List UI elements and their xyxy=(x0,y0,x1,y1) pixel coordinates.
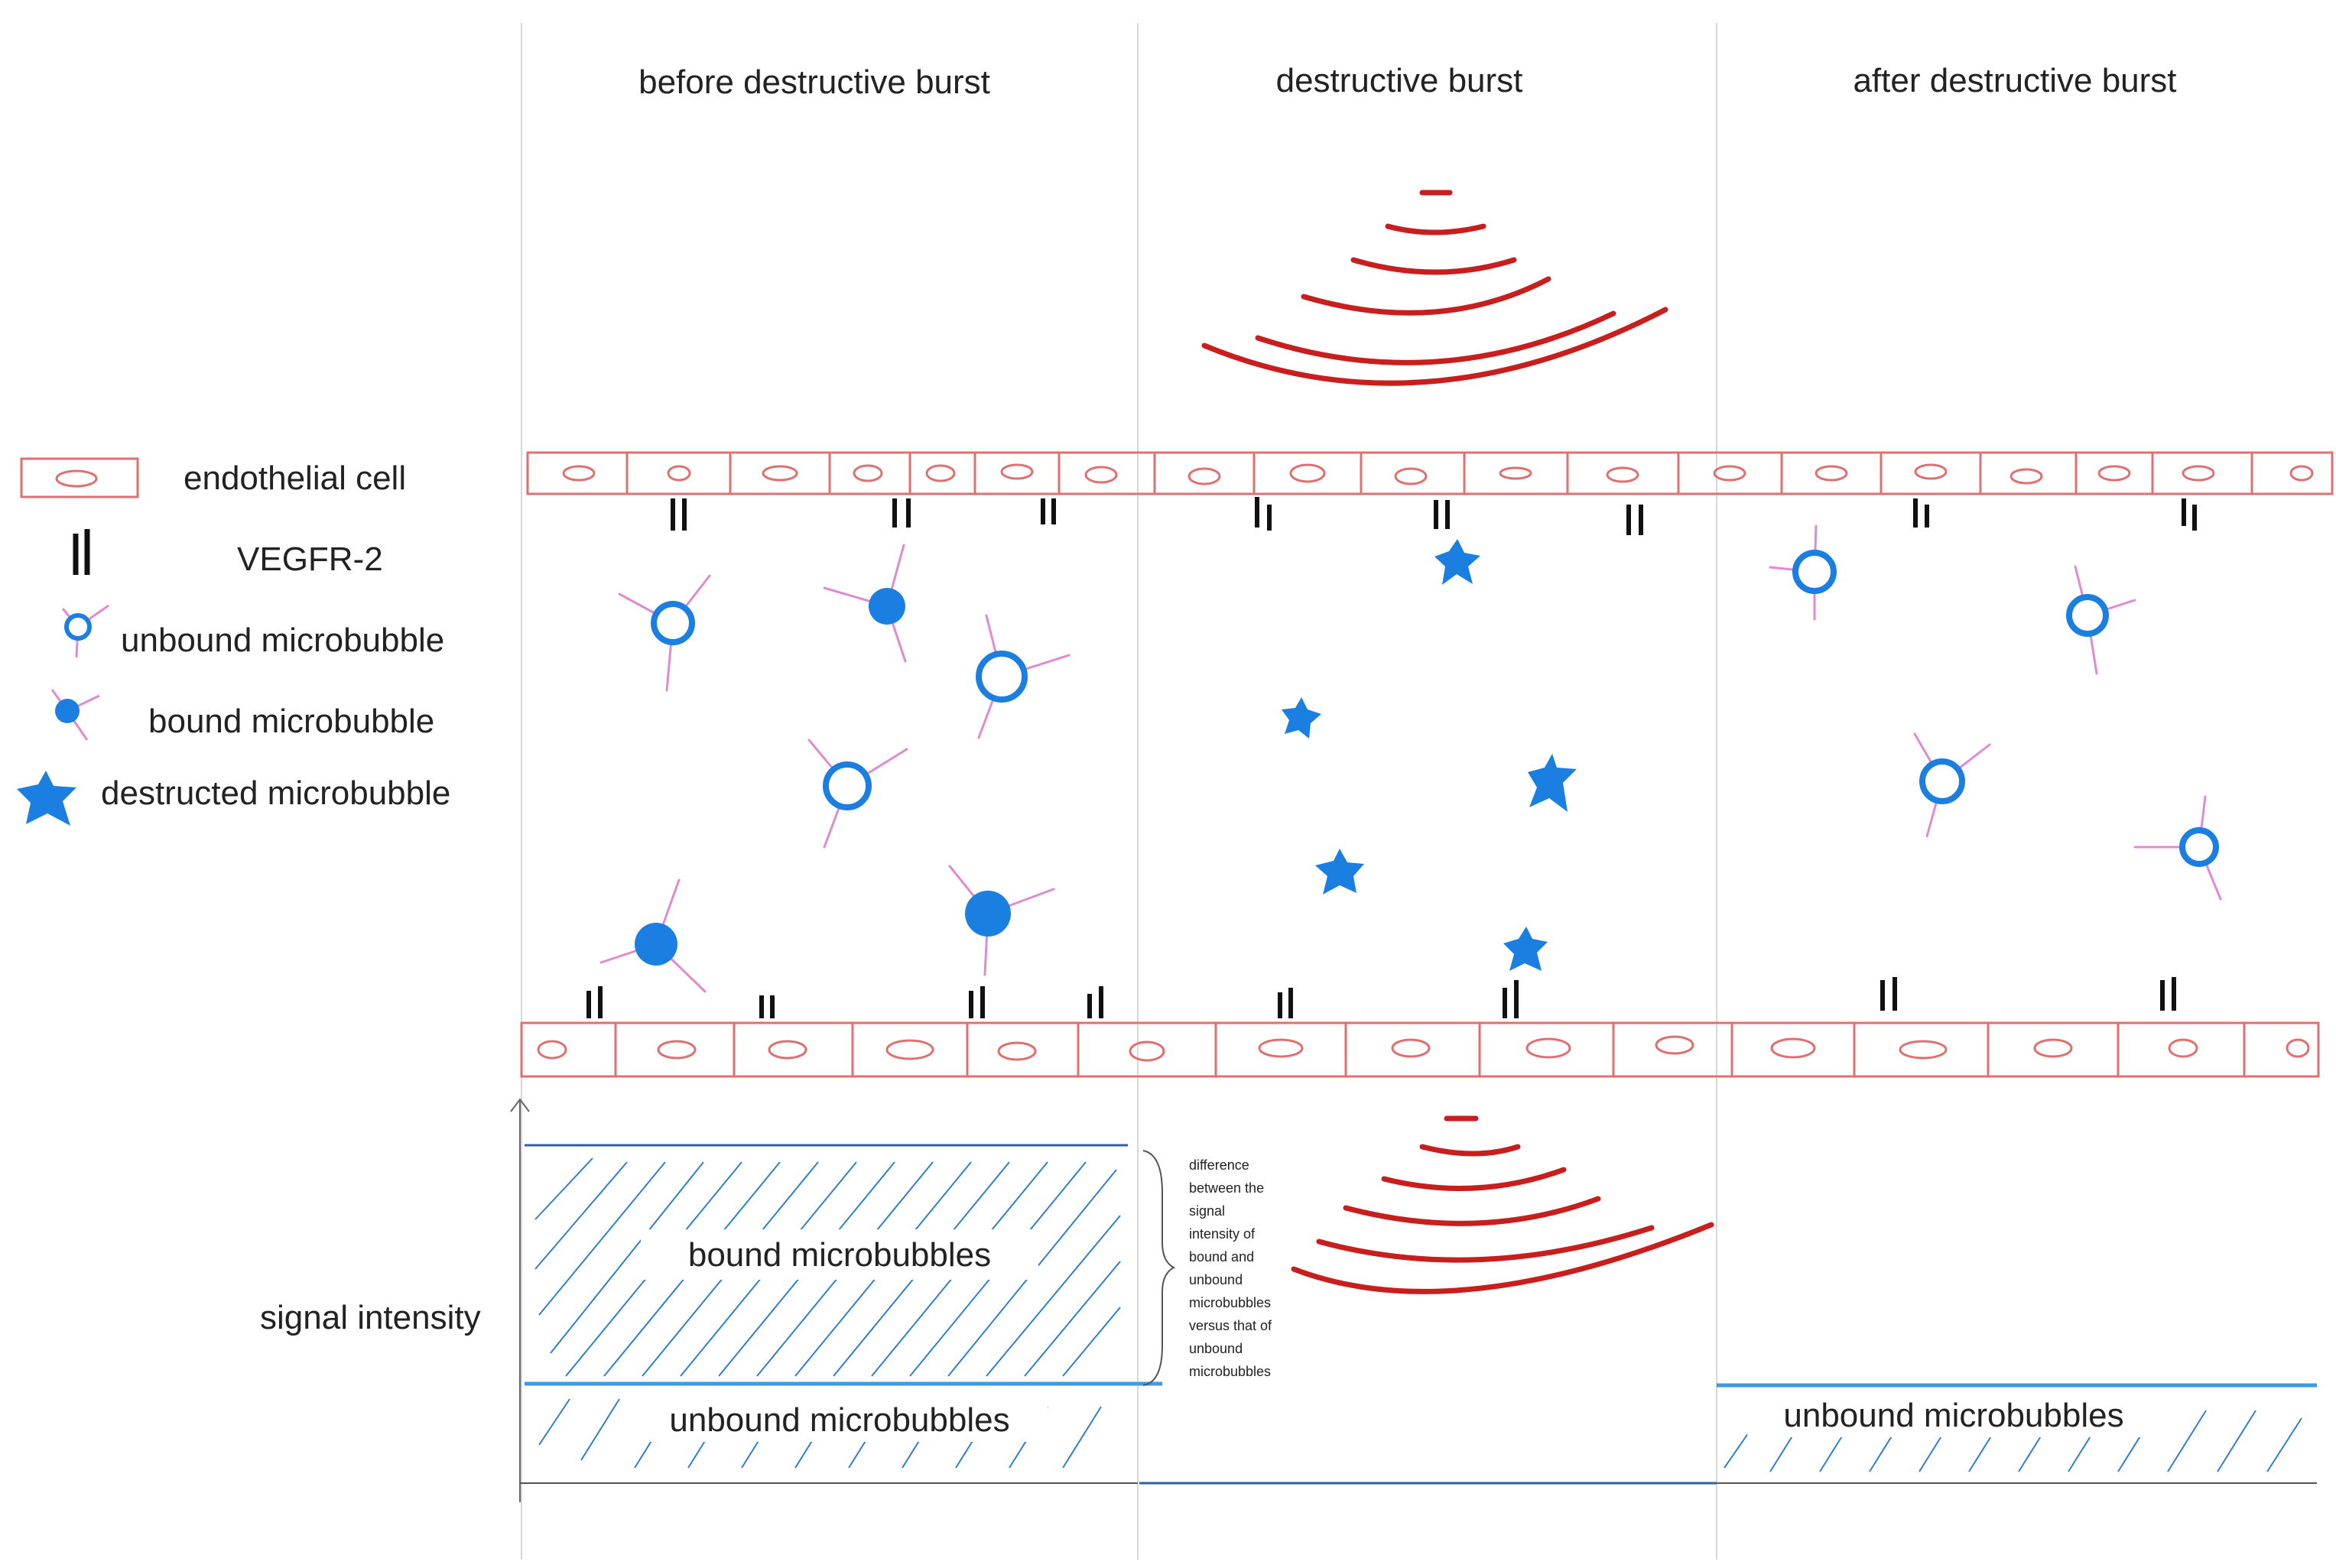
destructed-microbubble xyxy=(1434,539,1480,585)
endothelial-layer-top xyxy=(526,451,2334,495)
signal-axis xyxy=(510,1098,530,1502)
unbound-microbubble xyxy=(2133,795,2222,901)
ultrasound-wave-top xyxy=(1201,190,1668,386)
signal-axis-label: signal intensity xyxy=(260,1299,481,1336)
destructed-microbubbles xyxy=(1282,539,1577,971)
bound-microbubble xyxy=(948,865,1055,976)
bound-microbubbles-label: bound microbubbles xyxy=(688,1236,991,1274)
panel-dividers xyxy=(521,23,1717,1560)
difference-note: difference between the signal intensity … xyxy=(1189,1157,1272,1379)
unbound-microbubble xyxy=(2066,565,2136,675)
destructed-microbubble xyxy=(1282,697,1321,739)
destructed-microbubble xyxy=(1528,754,1577,812)
unbound-microbubble xyxy=(807,739,908,849)
unbound-microbubble xyxy=(1913,732,1991,838)
ultrasound-wave-bottom xyxy=(1291,1115,1714,1294)
destructed-microbubble-swatch xyxy=(17,771,76,826)
bound-microbubbles xyxy=(599,544,1055,993)
endothelial-layer-bottom xyxy=(520,1021,2320,1078)
endothelial-cell-swatch xyxy=(20,457,139,498)
legend: endothelial cell VEGFR-2 unbound microbu… xyxy=(17,457,450,826)
legend-destructed: destructed microbubble xyxy=(101,774,450,812)
legend-bound: bound microbubble xyxy=(148,703,434,740)
vegfr2-receptors-top xyxy=(671,497,2197,535)
panel-title-burst: destructive burst xyxy=(1276,62,1523,99)
panel-title-after: after destructive burst xyxy=(1853,62,2176,99)
svg-text:intensity of: intensity of xyxy=(1189,1226,1256,1242)
legend-unbound: unbound microbubble xyxy=(121,622,444,659)
svg-text:unbound: unbound xyxy=(1189,1341,1243,1356)
difference-brace xyxy=(1142,1150,1176,1386)
unbound-microbubble xyxy=(1769,524,1837,621)
legend-vegfr2: VEGFR-2 xyxy=(237,541,383,578)
panel-title-before: before destructive burst xyxy=(638,63,990,101)
legend-endothelial-cell: endothelial cell xyxy=(184,459,406,497)
vegfr2-receptors-bottom xyxy=(586,977,2176,1018)
unbound-microbubble xyxy=(618,574,711,692)
bound-microbubble xyxy=(599,878,707,993)
svg-text:microbubbles: microbubbles xyxy=(1189,1295,1271,1310)
svg-text:unbound: unbound xyxy=(1189,1272,1243,1287)
destructed-microbubble xyxy=(1503,927,1548,971)
svg-text:microbubbles: microbubbles xyxy=(1189,1364,1271,1379)
unbound-microbubble-swatch xyxy=(61,604,109,658)
destructed-microbubble xyxy=(1315,849,1364,894)
unbound-microbubbles-label-before: unbound microbubbles xyxy=(669,1401,1009,1439)
bound-microbubble xyxy=(823,544,907,663)
svg-text:difference: difference xyxy=(1189,1157,1249,1173)
svg-text:signal: signal xyxy=(1189,1203,1225,1219)
vegfr2-swatch xyxy=(73,529,90,575)
unbound-microbubbles-label-after: unbound microbubbles xyxy=(1783,1397,2123,1434)
unbound-microbubble xyxy=(976,614,1071,739)
bound-microbubble-swatch xyxy=(50,689,100,741)
svg-text:between the: between the xyxy=(1189,1180,1264,1196)
unbound-microbubbles xyxy=(618,524,2222,901)
svg-text:versus that of: versus that of xyxy=(1189,1318,1272,1333)
svg-text:bound and: bound and xyxy=(1189,1249,1254,1264)
